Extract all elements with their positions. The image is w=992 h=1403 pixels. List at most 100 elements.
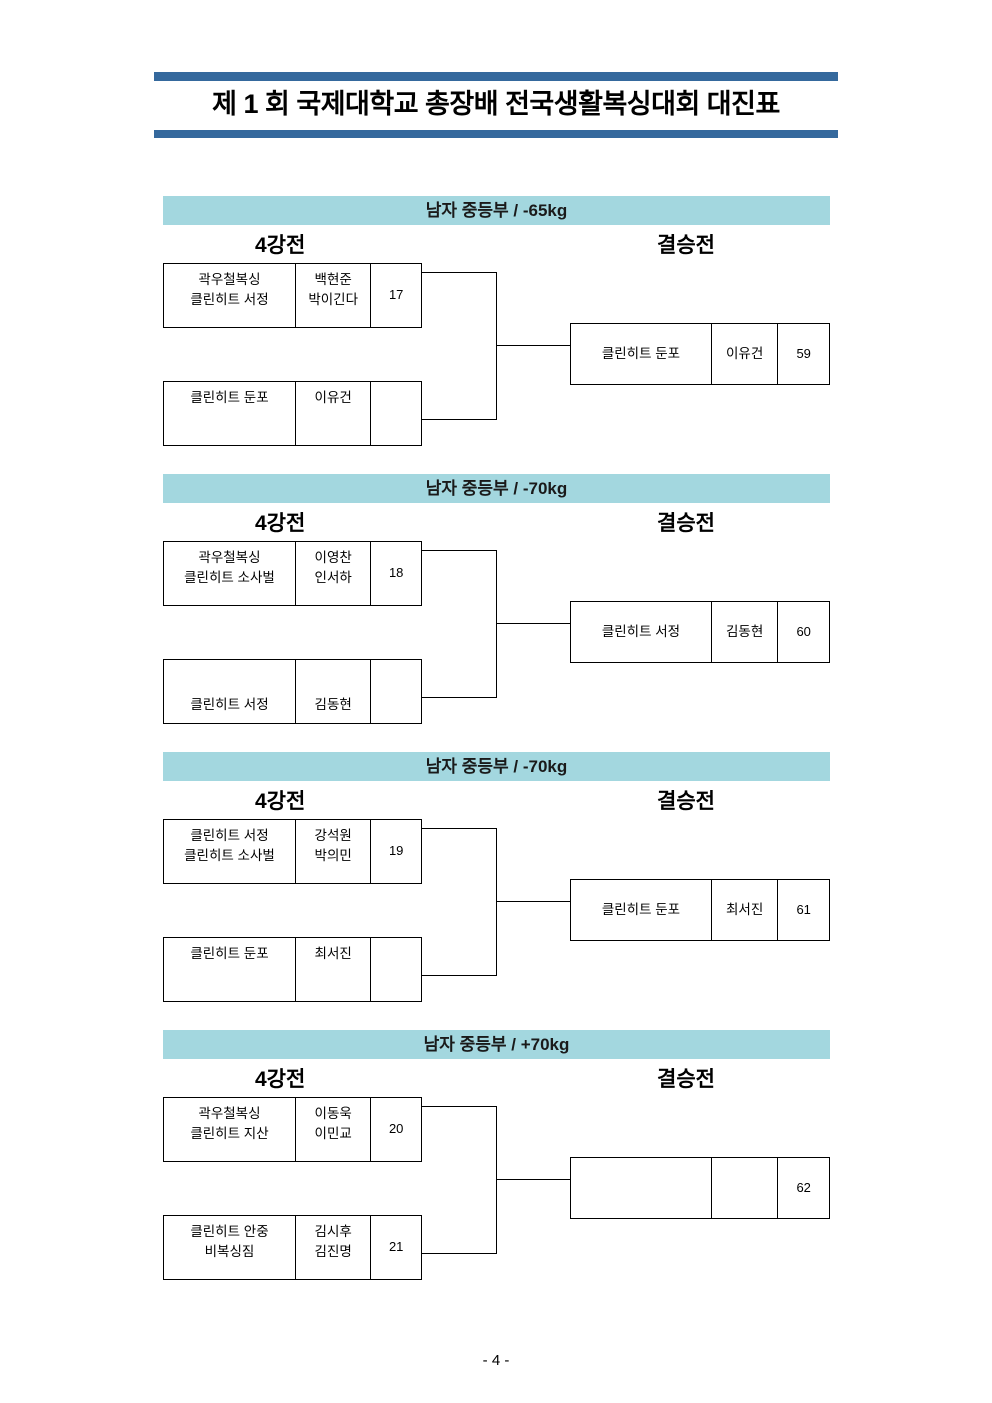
bracket-connector-top-stub <box>422 272 497 274</box>
club-line: 클린히트 지산 <box>190 1126 269 1141</box>
athlete-line: 인서하 <box>314 570 352 585</box>
club-line: 클린히트 안중 <box>190 1224 269 1239</box>
final-club-cell: 클린히트 서정 <box>571 602 712 662</box>
athlete-line: 이영찬 <box>314 550 352 565</box>
section-header: 남자 중등부 / +70kg <box>163 1030 830 1059</box>
final-athlete-cell: 이유건 <box>712 324 779 384</box>
page-footer: - 4 - <box>482 1352 510 1369</box>
match-number-cell: 20 <box>388 1121 404 1137</box>
semifinal-match-box[interactable]: 클린히트 서정 김동현 <box>163 659 422 724</box>
bracket-connector-top-stub <box>422 550 497 552</box>
final-club-cell: 클린히트 둔포 <box>571 880 712 940</box>
athlete-line: 김진명 <box>314 1244 352 1259</box>
final-number-cell: 61 <box>796 901 811 917</box>
match-athlete-cell: 이유건 <box>296 382 372 445</box>
title-rule-top <box>154 72 838 81</box>
round-label-final: 결승전 <box>657 234 715 257</box>
final-number-cell: 60 <box>796 623 811 639</box>
athlete-line: 박이긴다 <box>308 292 359 307</box>
final-athlete-cell: 최서진 <box>712 880 779 940</box>
match-club-cell: 클린히트 서정 <box>164 660 296 723</box>
club-line: 비복싱짐 <box>204 1244 255 1259</box>
match-number-cell: 19 <box>388 843 404 859</box>
final-club-cell: 클린히트 둔포 <box>571 324 712 384</box>
final-number-cell: 59 <box>796 345 811 361</box>
round-label-semifinal: 4강전 <box>255 234 306 257</box>
final-athlete-cell: 김동현 <box>712 602 779 662</box>
match-number-cell: 18 <box>388 565 404 581</box>
club-line: 곽우철복싱 <box>198 272 261 287</box>
athlete-line: 이유건 <box>314 390 352 405</box>
match-athlete-cell: 최서진 <box>296 938 372 1001</box>
document-title-block: 제 1 회 국제대학교 총장배 전국생활복싱대회 대진표 <box>154 72 838 138</box>
round-label-semifinal: 4강전 <box>255 790 306 813</box>
club-line: 클린히트 둔포 <box>190 946 269 961</box>
section-header: 남자 중등부 / -70kg <box>163 752 830 781</box>
round-label-row: 4강전 결승전 <box>163 225 830 263</box>
title-rule-bottom <box>154 129 838 138</box>
match-number-cell: 21 <box>388 1239 404 1255</box>
club-line: 클린히트 소사벌 <box>184 570 275 585</box>
club-line: 클린히트 서정 <box>190 697 269 712</box>
club-line: 곽우철복싱 <box>198 550 261 565</box>
athlete-line: 김시후 <box>314 1224 352 1239</box>
club-line: 클린히트 서정 <box>190 292 269 307</box>
round-label-final: 결승전 <box>657 512 715 535</box>
bracket-connector-top-stub <box>422 1106 497 1108</box>
bracket-connector-bottom-stub <box>422 419 497 421</box>
final-club-cell <box>571 1158 712 1218</box>
final-number-cell: 62 <box>796 1179 811 1195</box>
bracket-connector-top-stub <box>422 828 497 830</box>
club-line: 클린히트 서정 <box>190 828 269 843</box>
bracket-connector-bottom-stub <box>422 697 497 699</box>
bracket-connector-bottom-stub <box>422 975 497 977</box>
match-club-cell: 클린히트 둔포 <box>164 938 296 1001</box>
page-title: 제 1 회 국제대학교 총장배 전국생활복싱대회 대진표 <box>212 89 780 119</box>
athlete-line: 김동현 <box>314 697 352 712</box>
bracket-connector-bottom-stub <box>422 1253 497 1255</box>
athlete-line: 최서진 <box>314 946 352 961</box>
semifinal-match-box[interactable]: 클린히트 둔포 이유건 <box>163 381 422 446</box>
athlete-line: 백현준 <box>314 272 352 287</box>
match-club-cell: 클린히트 둔포 <box>164 382 296 445</box>
bracket-connector-final-stub <box>496 345 571 347</box>
semifinal-match-box[interactable]: 클린히트 둔포 최서진 <box>163 937 422 1002</box>
athlete-line: 이민교 <box>314 1126 352 1141</box>
final-match-box[interactable]: 62 <box>570 1157 830 1219</box>
club-line: 곽우철복싱 <box>198 1106 261 1121</box>
match-athlete-cell: 김동현 <box>296 660 372 723</box>
round-label-row: 4강전 결승전 <box>163 503 830 541</box>
match-number-cell <box>371 938 421 1001</box>
athlete-line: 이동욱 <box>314 1106 352 1121</box>
bracket-connector-final-stub <box>496 1179 571 1181</box>
round-label-semifinal: 4강전 <box>255 512 306 535</box>
final-athlete-cell <box>712 1158 779 1218</box>
athlete-line: 박의민 <box>314 848 352 863</box>
club-line: 클린히트 둔포 <box>190 390 269 405</box>
